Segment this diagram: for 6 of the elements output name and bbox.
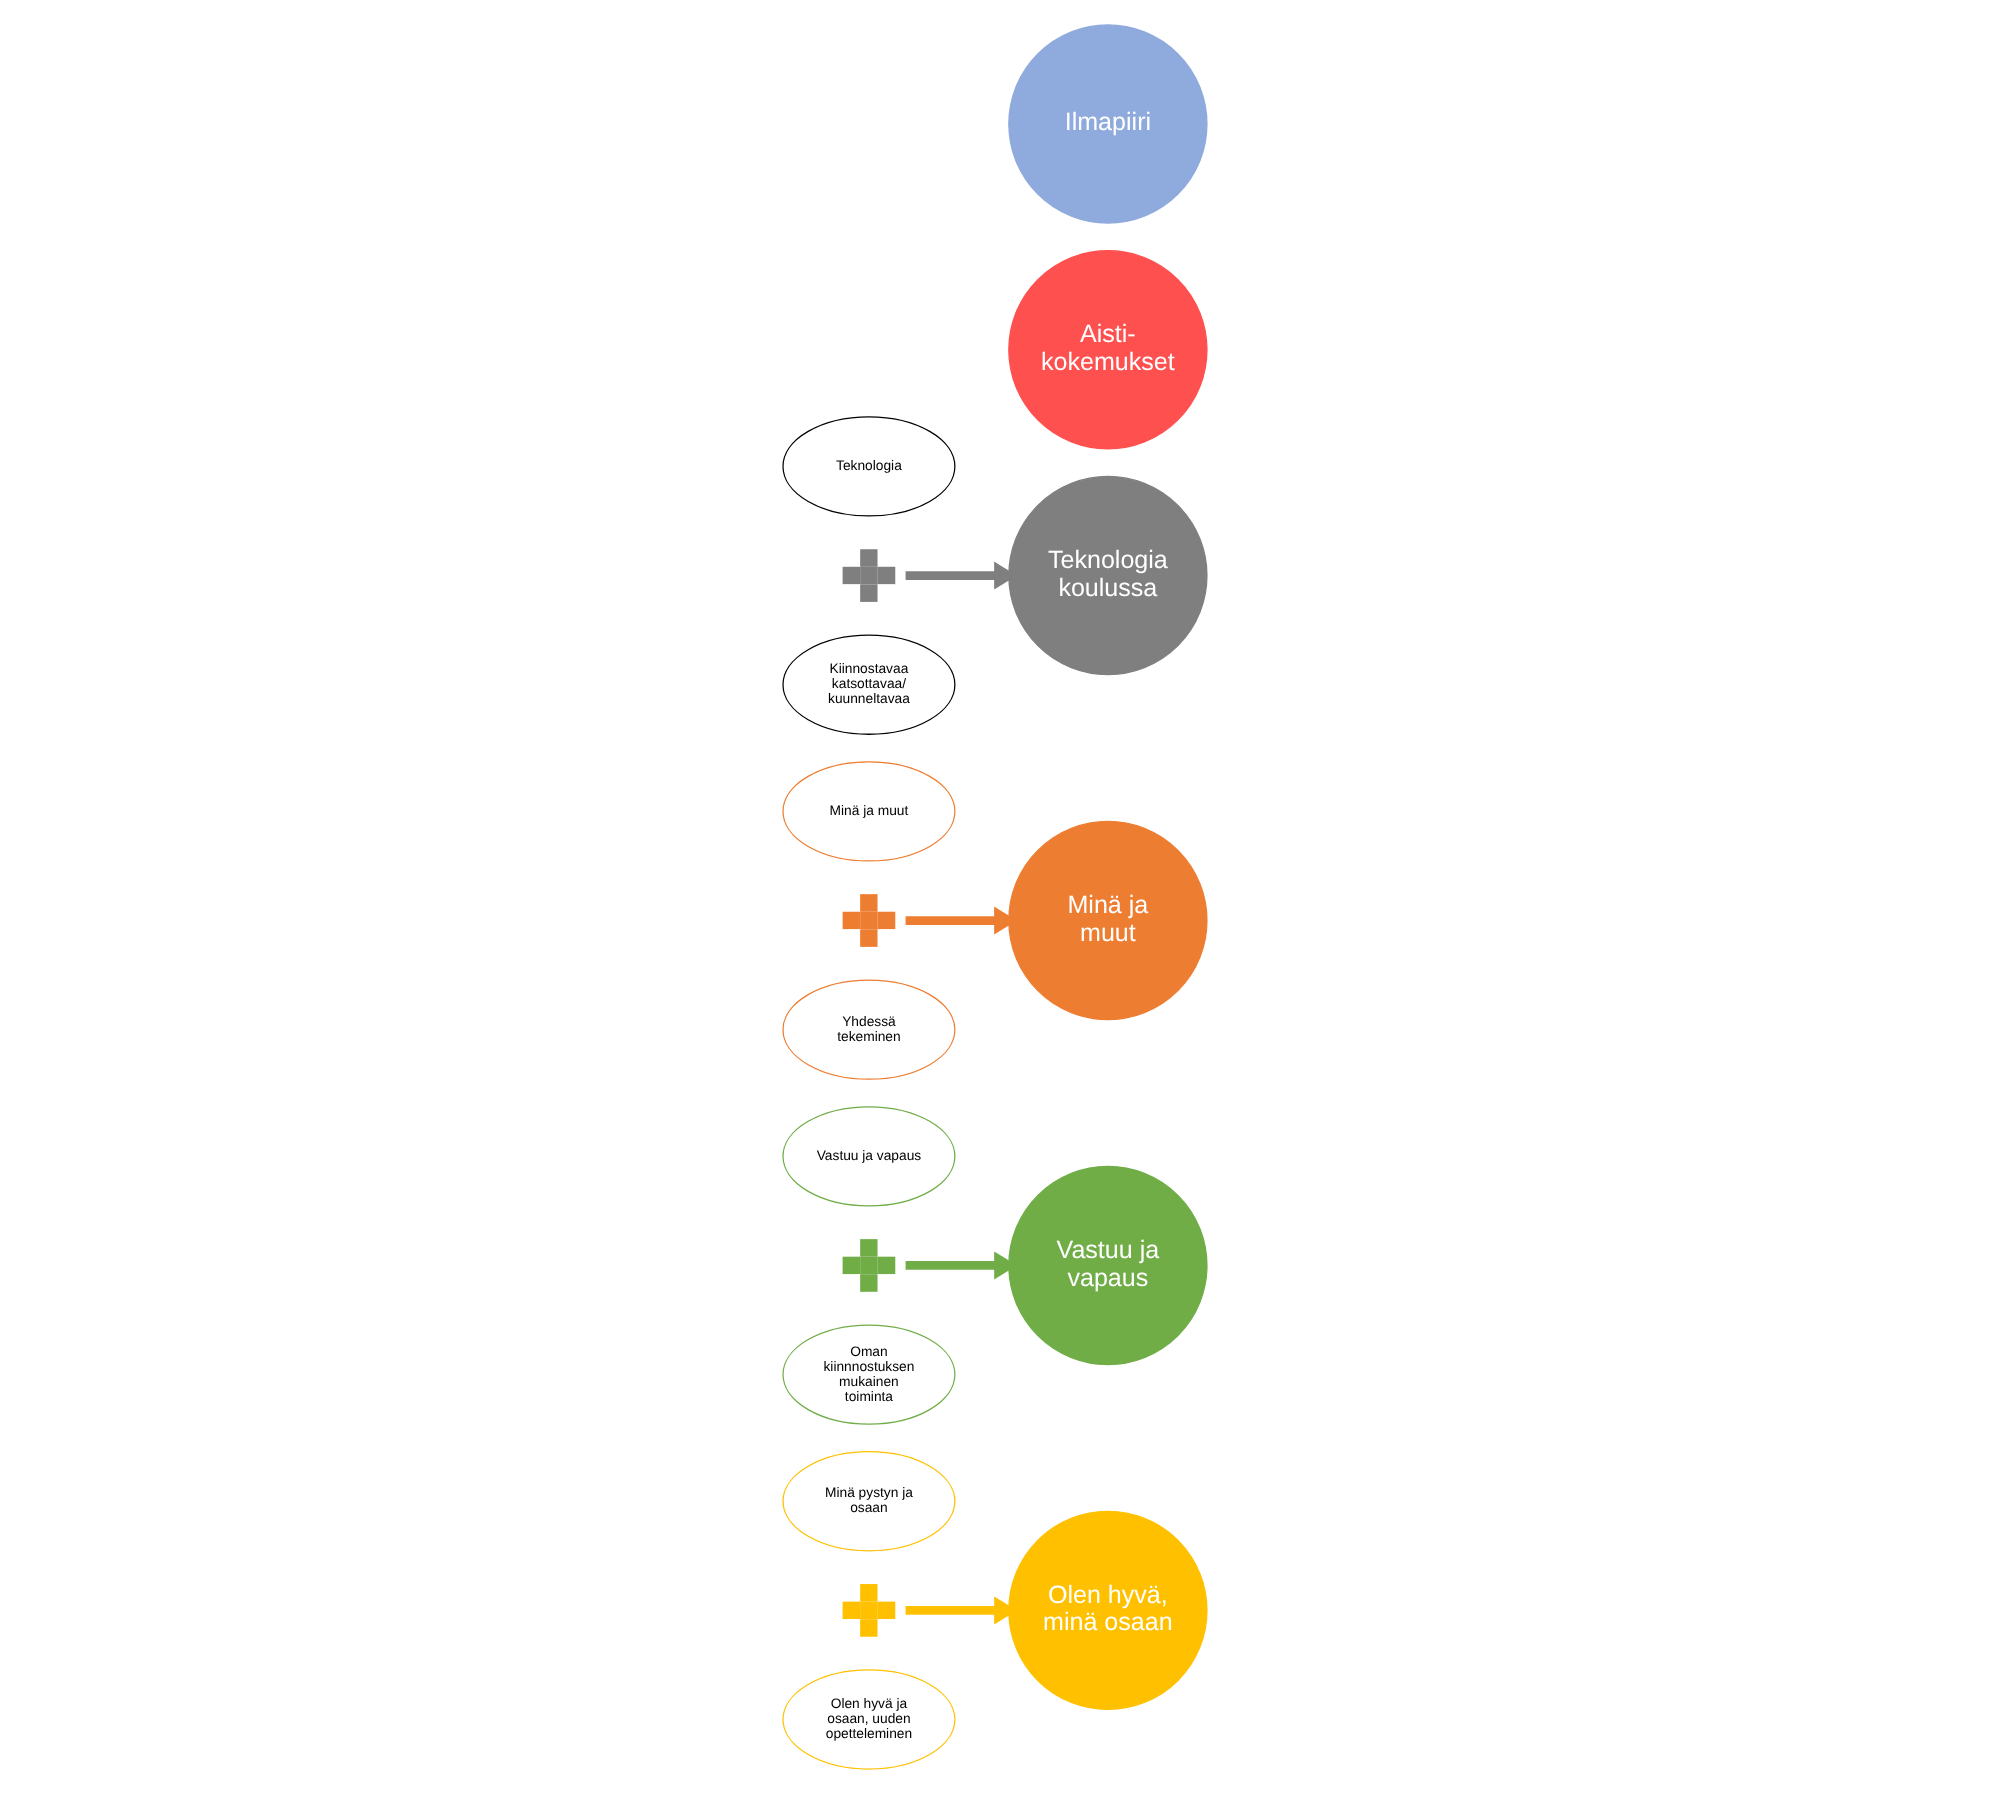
node-circle: Aisti- kokemukset: [1008, 250, 1208, 450]
node-circle: Ilmapiiri: [1008, 24, 1208, 224]
node-circle: Minä ja muut: [1008, 820, 1208, 1021]
node-circle: Olen hyvä, minä osaan: [1008, 1510, 1208, 1711]
node-circle: Vastuu ja vapaus: [1008, 1165, 1208, 1366]
node-circle: Teknologia koulussa: [1008, 475, 1208, 676]
